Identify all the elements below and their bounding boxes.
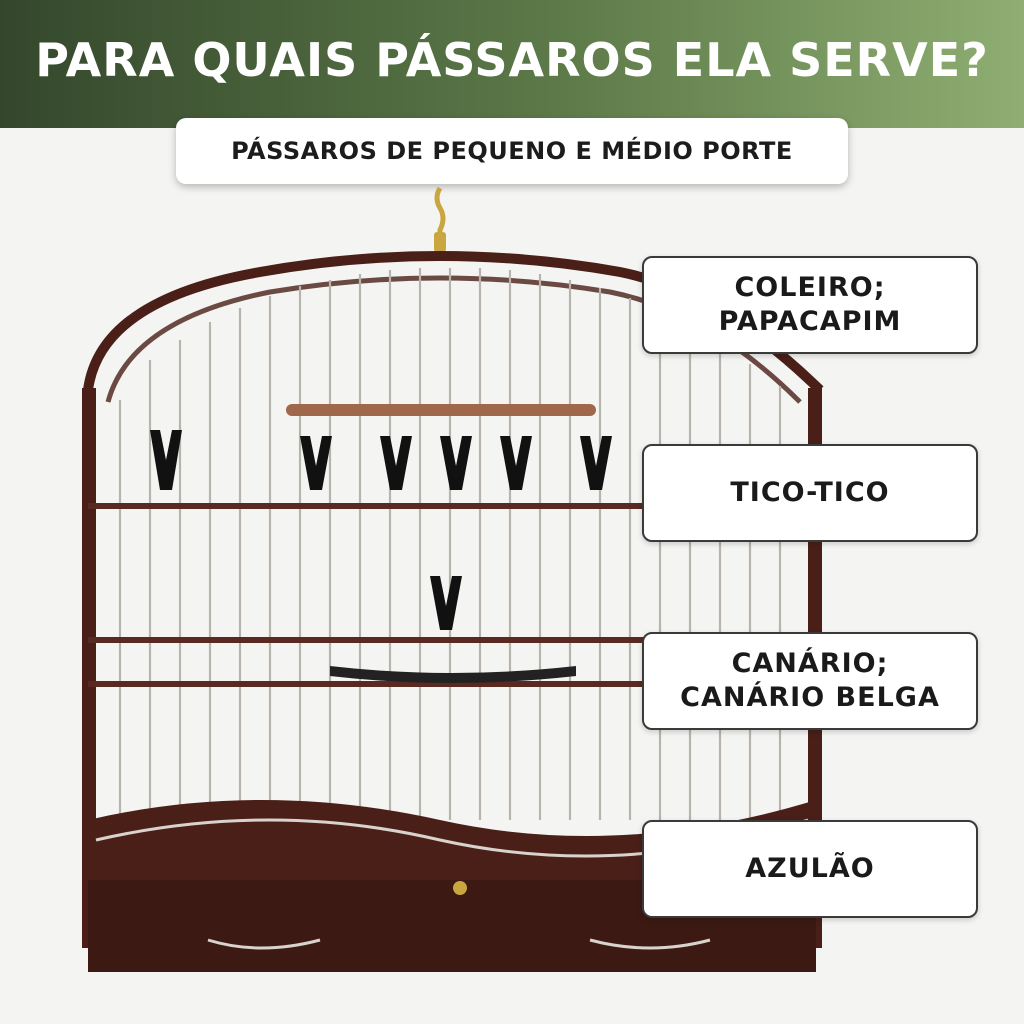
bird-label-azulao: AZULÃO — [642, 820, 978, 918]
bird-label-text: TICO-TICO — [730, 477, 890, 508]
bird-label-coleiro: COLEIRO; PAPACAPIM — [642, 256, 978, 354]
subtitle-text: PÁSSAROS DE PEQUENO E MÉDIO PORTE — [231, 137, 793, 165]
subtitle-badge: PÁSSAROS DE PEQUENO E MÉDIO PORTE — [176, 118, 848, 184]
cage-perch — [286, 404, 596, 416]
bird-label-text: AZULÃO — [745, 853, 875, 884]
bird-cage-image — [82, 186, 824, 972]
bird-label-tico-tico: TICO-TICO — [642, 444, 978, 542]
cage-tray — [330, 666, 576, 683]
cage-wires — [118, 268, 782, 820]
cage-base — [88, 800, 816, 972]
bird-label-canario: CANÁRIO; CANÁRIO BELGA — [642, 632, 978, 730]
cage-feeders — [150, 430, 612, 630]
bird-label-text: COLEIRO; PAPACAPIM — [718, 272, 902, 337]
page-title: PARA QUAIS PÁSSAROS ELA SERVE? — [35, 33, 989, 87]
header-banner: PARA QUAIS PÁSSAROS ELA SERVE? — [0, 0, 1024, 128]
bird-label-text: CANÁRIO; CANÁRIO BELGA — [680, 648, 940, 713]
cage-hook — [434, 186, 446, 252]
